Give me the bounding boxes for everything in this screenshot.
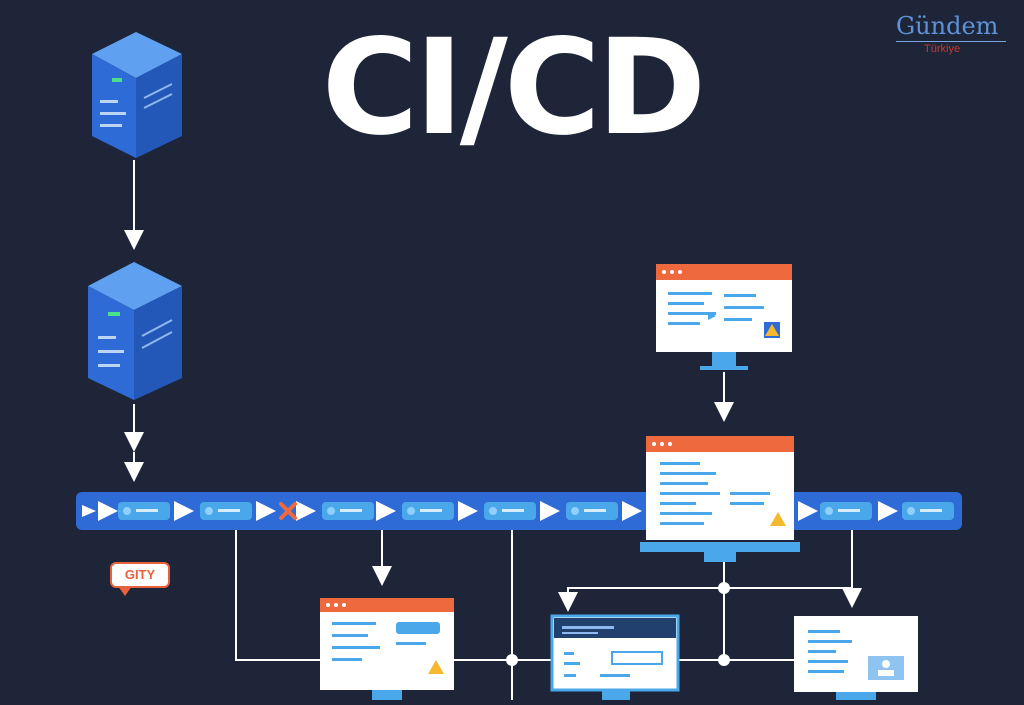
flow-arrows	[124, 160, 734, 482]
repo-callout: GITY	[110, 562, 170, 588]
logo-divider	[896, 41, 1006, 42]
warning-icon	[770, 512, 786, 526]
stage-label-line	[218, 509, 240, 512]
stage-dot	[571, 507, 579, 515]
stage-label-line	[136, 509, 158, 512]
fail-x-icon	[279, 502, 297, 520]
connector-lines	[235, 530, 862, 700]
stage-label-line	[502, 509, 524, 512]
monitor-icon	[550, 614, 680, 700]
page-title: CI/CD	[321, 11, 707, 165]
stage-dot	[123, 507, 131, 515]
stage-label-line	[838, 509, 860, 512]
monitor-icon	[640, 436, 800, 562]
logo-sub-text: Türkiye	[924, 43, 961, 55]
logo-main-text: Gündem	[896, 12, 999, 40]
stage-label-line	[920, 509, 942, 512]
stage-label-line	[420, 509, 442, 512]
brand-logo: Gündem Türkiye	[896, 12, 1016, 56]
server-icon	[92, 32, 182, 158]
stage-dot	[205, 507, 213, 515]
stage-label-line	[340, 509, 362, 512]
pipeline-bar	[76, 492, 962, 530]
server-icon	[88, 262, 182, 400]
stage-dot	[907, 507, 915, 515]
stage-dot	[327, 507, 335, 515]
callout-tail	[118, 586, 132, 596]
stage-dot	[825, 507, 833, 515]
stage-dot	[407, 507, 415, 515]
warning-icon	[428, 660, 444, 674]
play-icon	[82, 505, 96, 517]
stage-dot	[489, 507, 497, 515]
pipeline-stages	[98, 501, 954, 521]
stage-label-line	[584, 509, 606, 512]
warning-icon	[765, 324, 779, 336]
monitor-icon	[656, 264, 792, 370]
monitor-icon	[794, 616, 918, 700]
monitor-icon	[320, 598, 454, 700]
